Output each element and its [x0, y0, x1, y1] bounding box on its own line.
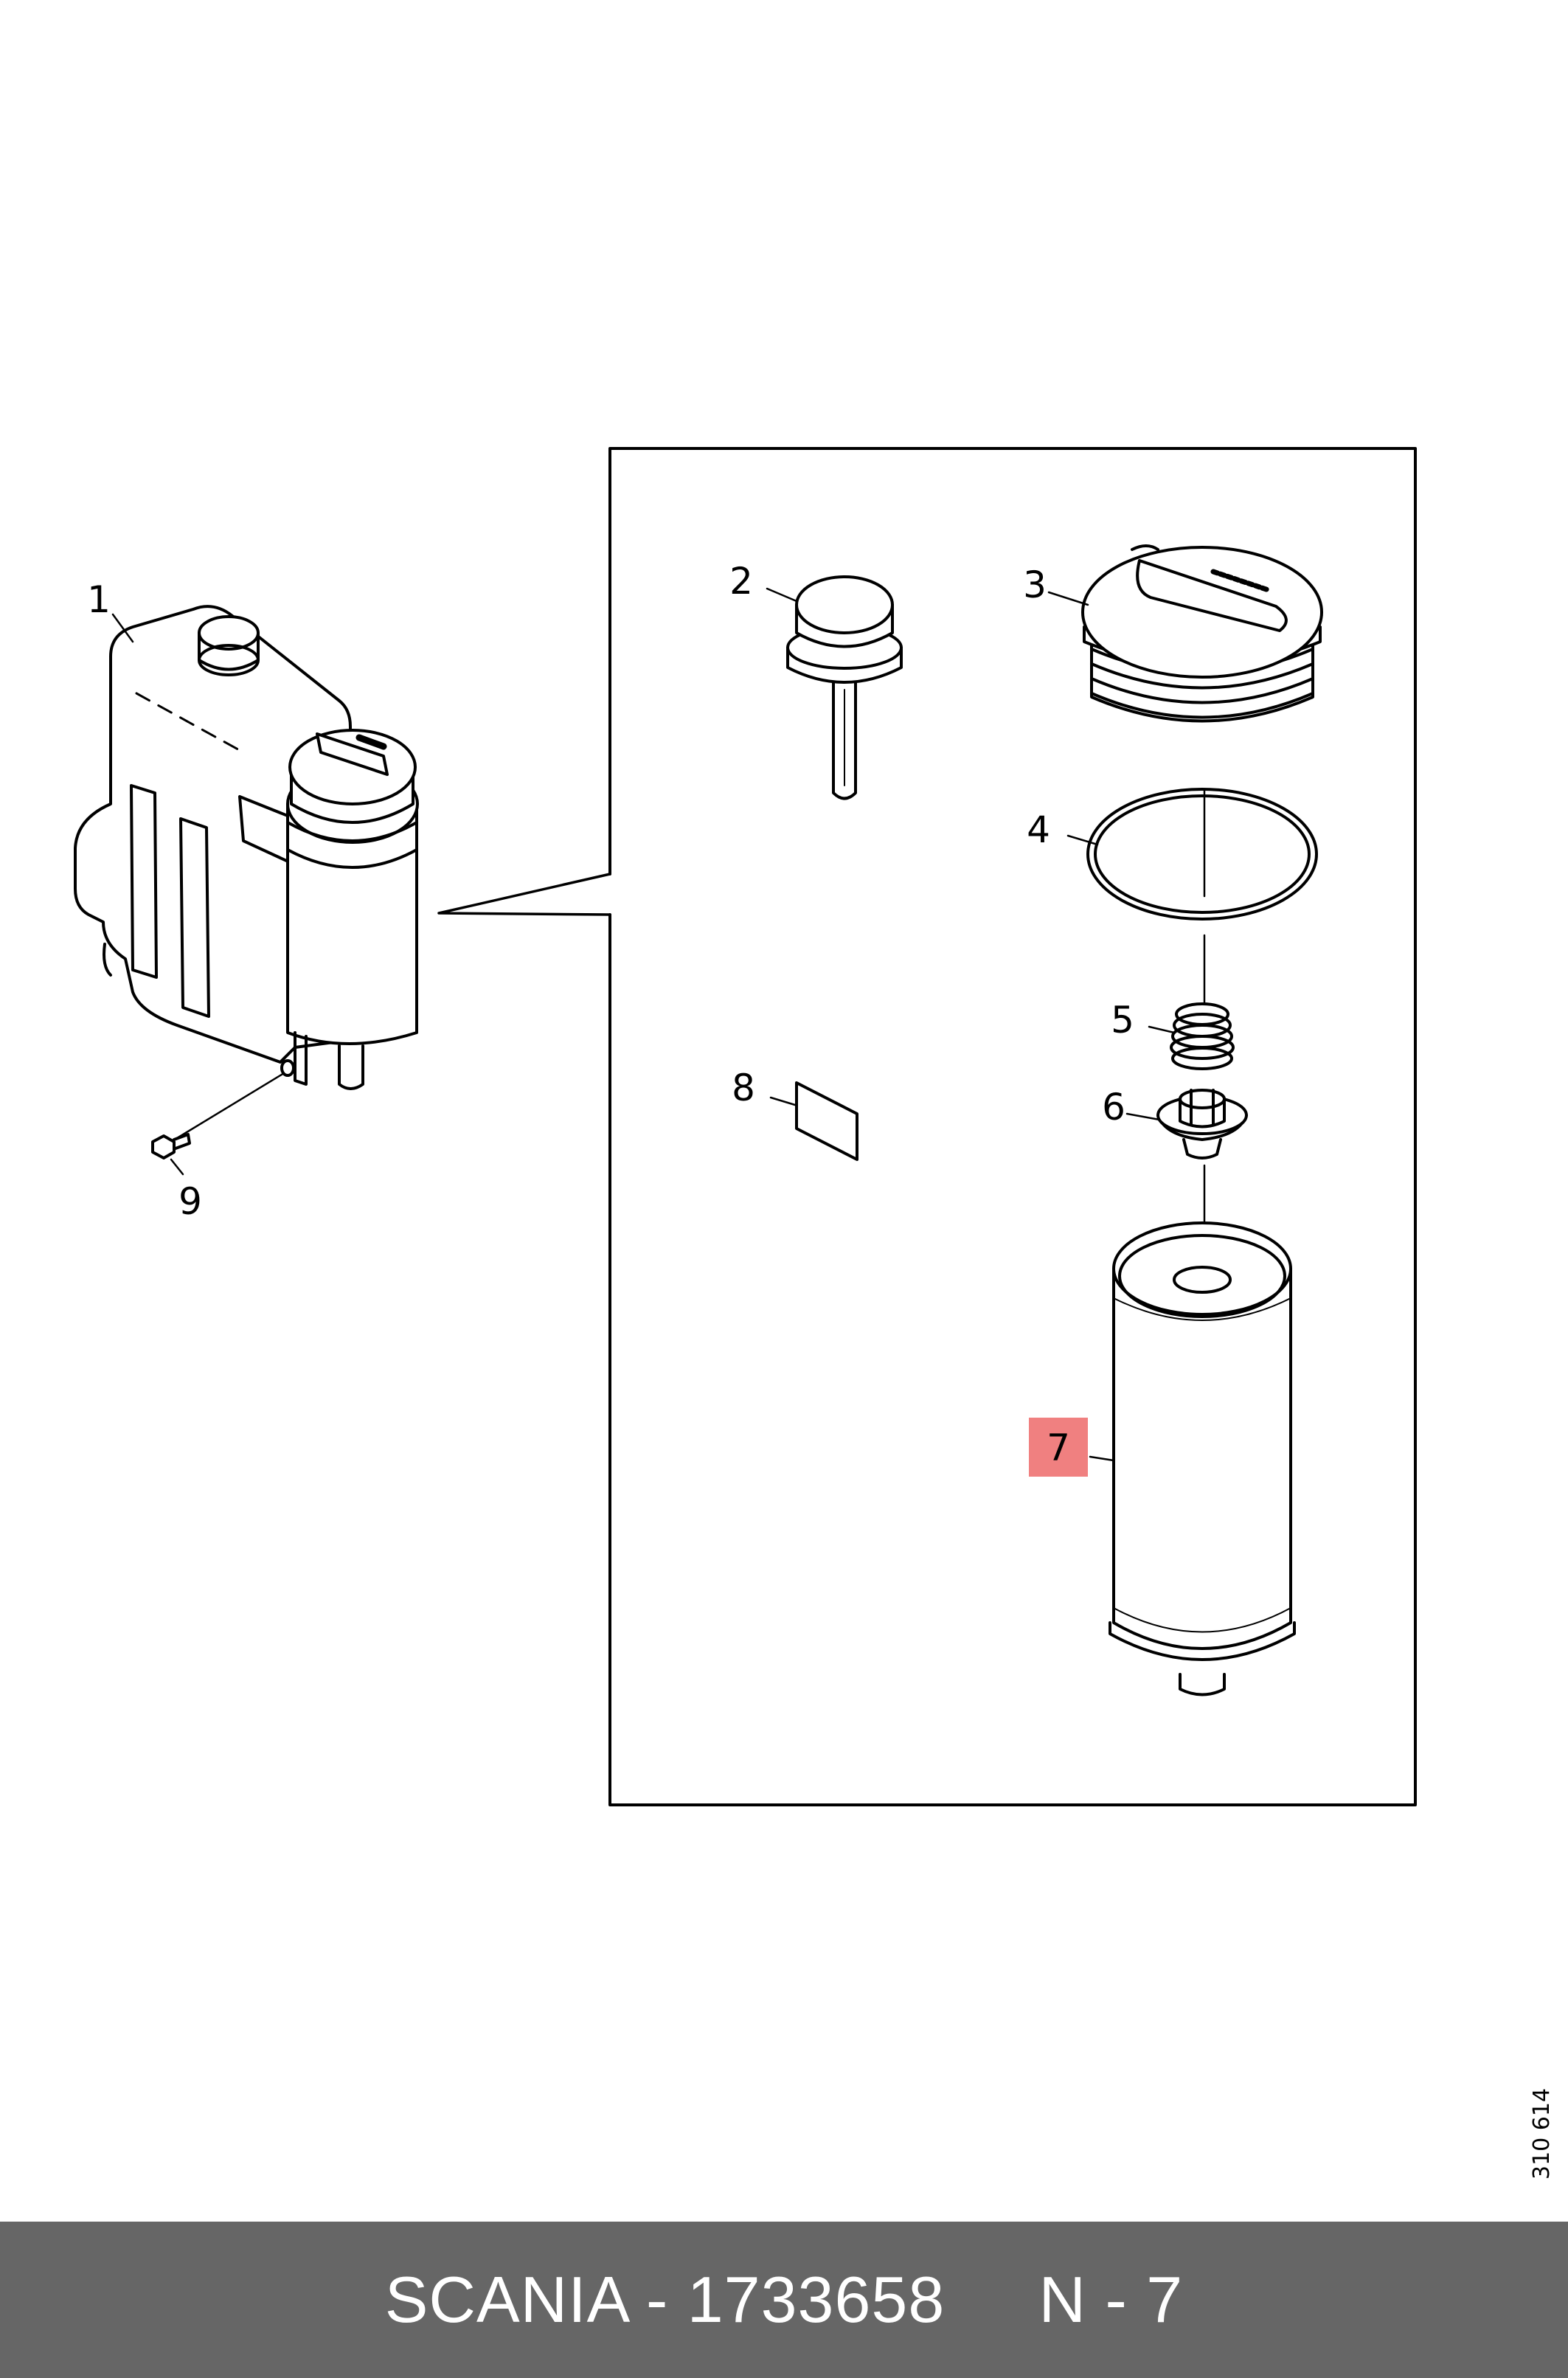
callout-7: 7: [1047, 1427, 1070, 1469]
part-reference: SCANIA - 1733658 N - 7: [384, 2263, 1184, 2336]
drawing-number: 310 614: [1529, 2088, 1555, 2180]
oil-reservoir-assembly: [74, 605, 419, 1090]
callout-8: 8: [732, 1067, 755, 1109]
detail-pointer: [437, 873, 611, 916]
callout-3: 3: [1023, 564, 1047, 606]
callout-2: 2: [729, 560, 753, 603]
screw-9: [151, 1072, 285, 1176]
callout-5: 5: [1111, 999, 1134, 1041]
parts-diagram: 1 2 3 4 5 6 7 8 9 310 614: [74, 447, 1555, 2180]
callout-1: 1: [87, 578, 111, 621]
callout-6: 6: [1102, 1086, 1125, 1129]
spring: [1148, 1002, 1235, 1070]
footer-bar: SCANIA - 1733658 N - 7: [0, 2222, 1568, 2378]
label-plate: [769, 1081, 858, 1161]
valve: [1125, 1089, 1248, 1159]
filter-cover: [1047, 544, 1323, 723]
o-ring: [1066, 788, 1318, 921]
callout-9: 9: [178, 1180, 202, 1223]
filter-element: [1089, 1221, 1296, 1696]
callout-4: 4: [1027, 808, 1050, 851]
detail-frame: [608, 447, 1417, 1806]
dipstick: [766, 575, 903, 800]
highlight-box: [1029, 1418, 1088, 1477]
